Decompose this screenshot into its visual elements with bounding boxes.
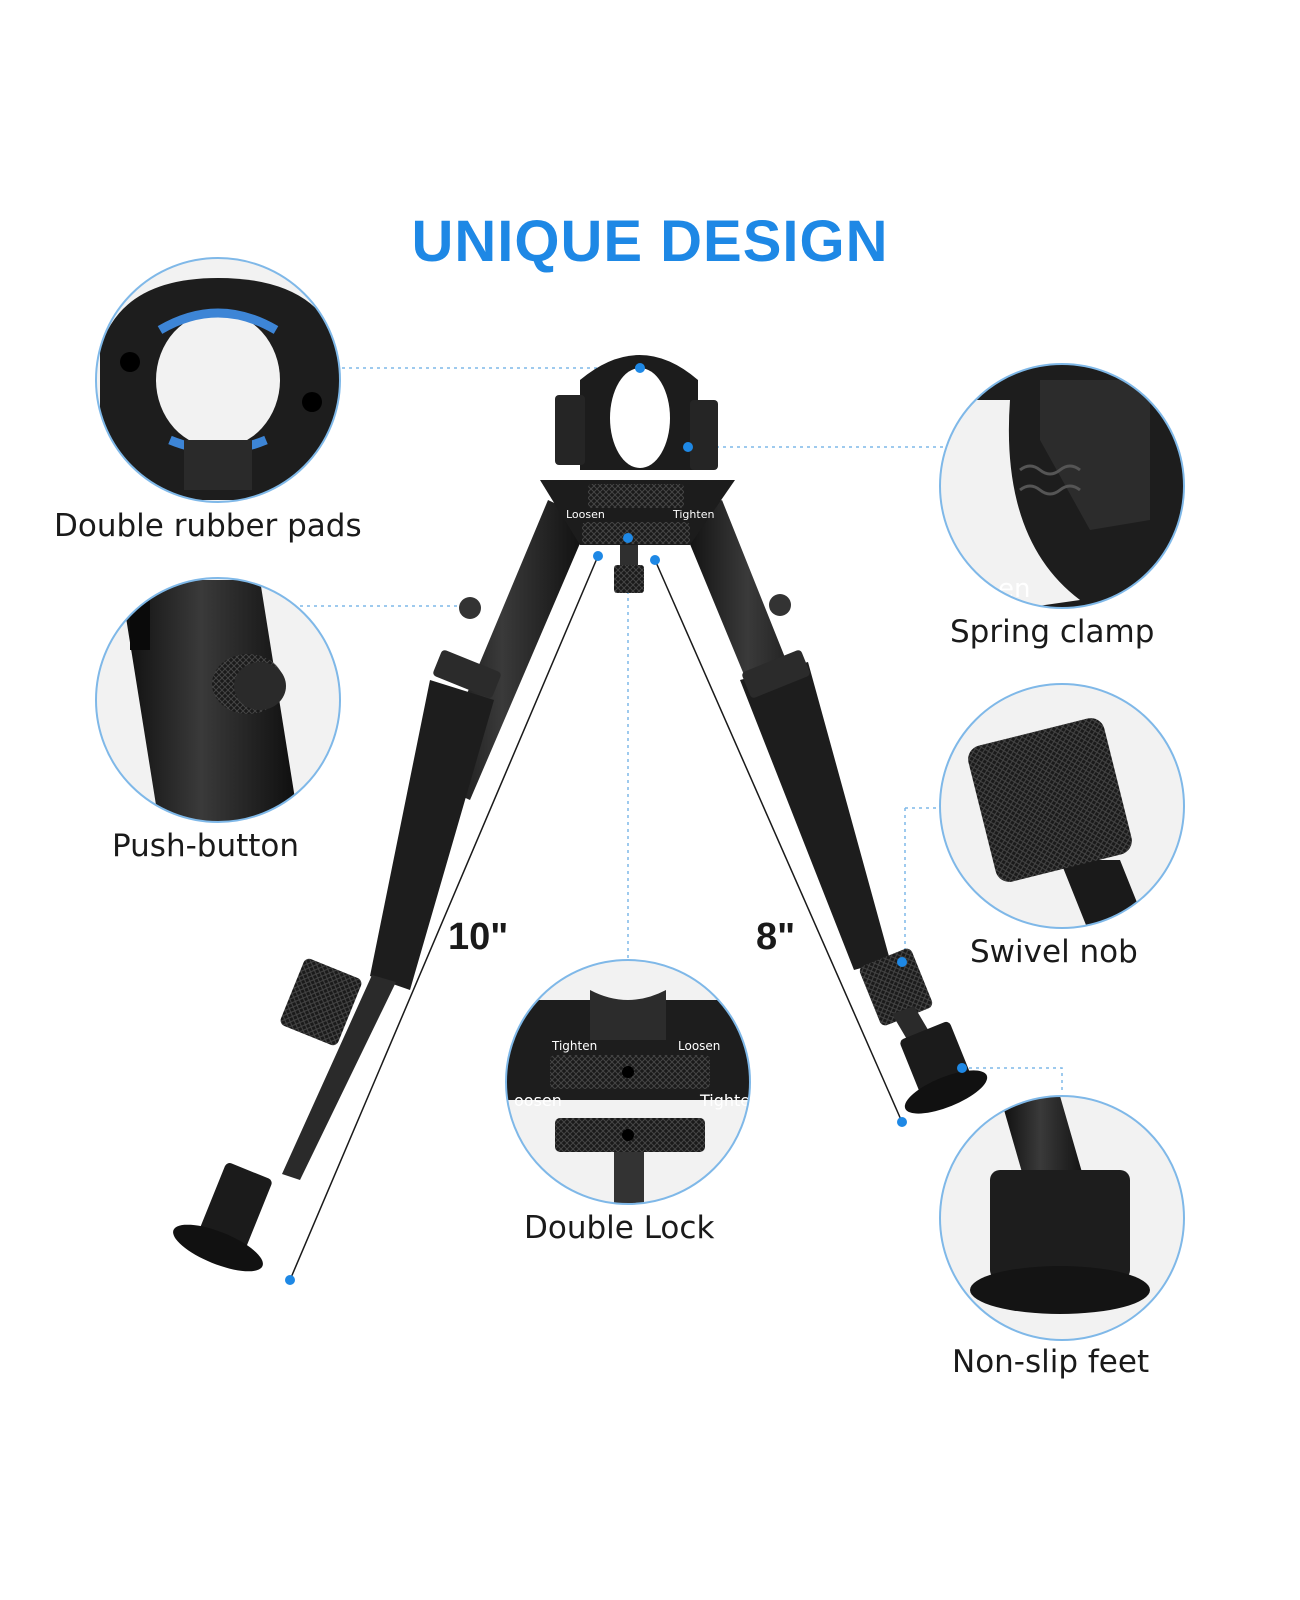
label-swivel-nob: Swivel nob (970, 934, 1138, 970)
label-double-rubber-pads: Double rubber pads (54, 508, 362, 544)
label-spring-clamp: Spring clamp (950, 614, 1155, 650)
spring-clamp-partial-text: en (998, 574, 1030, 604)
left-leg (173, 500, 590, 1272)
head-tighten-text: Tighten (597, 471, 632, 481)
right-leg (680, 500, 988, 1114)
dimension-endpoints (285, 551, 907, 1285)
detail-rubber-pads (95, 257, 341, 503)
leader-lines (300, 367, 1063, 1090)
lock-tighten-text: Tighten (551, 1039, 597, 1053)
label-push-button: Push-button (112, 828, 300, 864)
detail-double-lock: Tighten Loosen oosen Tighten (505, 959, 760, 1205)
page-title: UNIQUE DESIGN (411, 209, 889, 274)
dimension-left-leg: 10" (448, 916, 509, 958)
detail-push-button (95, 577, 341, 823)
detail-spring-clamp: en (939, 363, 1185, 609)
dimension-lines (289, 555, 903, 1281)
lock-loosen-partial-text: oosen (514, 1091, 562, 1110)
detail-swivel-nob (939, 683, 1185, 929)
head-loosen-text-2: Loosen (566, 508, 605, 521)
dimension-right-leg: 8" (756, 916, 796, 958)
lock-loosen-text: Loosen (678, 1039, 720, 1053)
label-non-slip-feet: Non-slip feet (952, 1344, 1150, 1380)
bipod-head: Tighten Loosen Loosen Tighten (540, 355, 735, 593)
head-tighten-text-2: Tighten (672, 508, 714, 521)
bipod: Tighten Loosen Loosen Tighten (173, 355, 988, 1272)
label-double-lock: Double Lock (524, 1210, 715, 1246)
lock-tighten-text-2: Tighten (699, 1091, 760, 1110)
head-loosen-text: Loosen (662, 471, 694, 481)
detail-non-slip-feet (939, 1095, 1185, 1341)
